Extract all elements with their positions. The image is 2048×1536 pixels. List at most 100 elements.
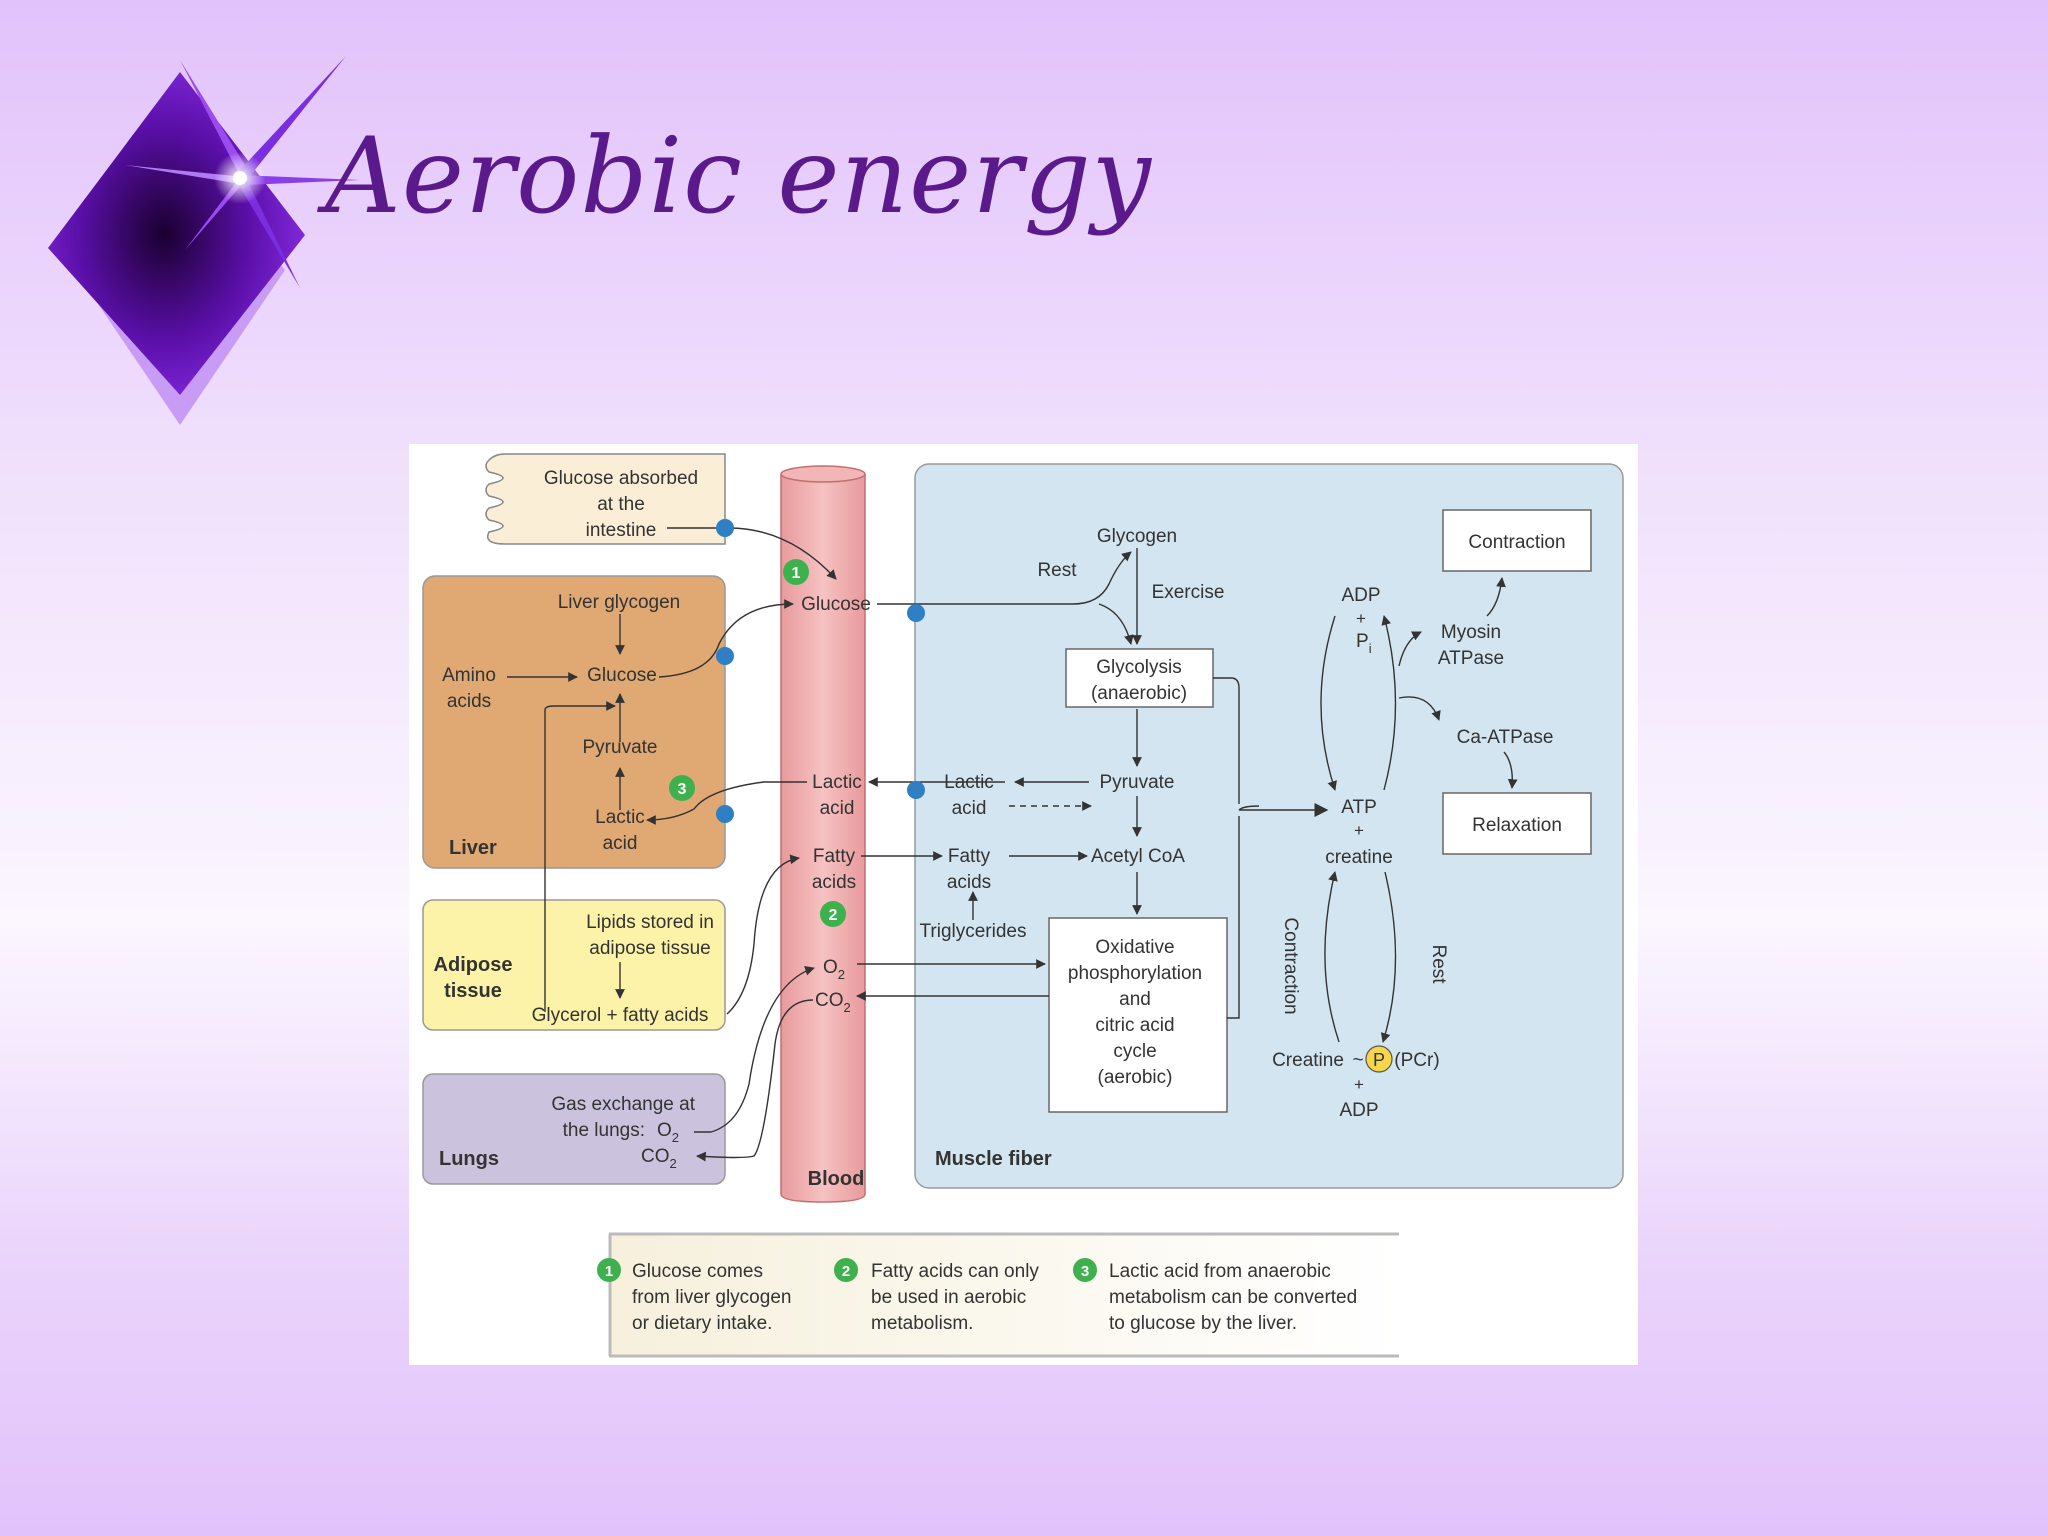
svg-text:Fatty acids can only: Fatty acids can only bbox=[871, 1261, 1039, 1282]
svg-text:Lactic acid from anaerobic: Lactic acid from anaerobic bbox=[1109, 1261, 1331, 1282]
liver-glycogen-label: Liver glycogen bbox=[558, 592, 681, 613]
svg-text:be used in aerobic: be used in aerobic bbox=[871, 1287, 1026, 1308]
transporter-dots bbox=[716, 519, 925, 823]
muscle-fatty-label-1: Fatty bbox=[948, 846, 991, 867]
legend-item-1: 1 Glucose comes from liver glycogen or d… bbox=[597, 1258, 791, 1334]
phosphate-label: P bbox=[1373, 1050, 1385, 1070]
intestine-box: Glucose absorbed at the intestine bbox=[485, 453, 726, 545]
muscle-fiber-label: Muscle fiber bbox=[935, 1148, 1052, 1170]
svg-text:metabolism can be converted: metabolism can be converted bbox=[1109, 1287, 1357, 1308]
pcr-label: (PCr) bbox=[1394, 1050, 1439, 1071]
contraction-vertical-label: Contraction bbox=[1280, 917, 1301, 1014]
legend-item-3: 3 Lactic acid from anaerobic metabolism … bbox=[1073, 1258, 1357, 1334]
oxidative-label-1: Oxidative bbox=[1095, 937, 1174, 958]
intestine-text-3: intestine bbox=[586, 520, 657, 541]
rest-label: Rest bbox=[1037, 560, 1077, 581]
blood-o2: O2 bbox=[823, 957, 845, 982]
blood-vessel: Blood Glucose Lactic acid Fatty acids O2… bbox=[780, 465, 871, 1203]
gas-exchange-label-2: the lungs: bbox=[563, 1120, 645, 1141]
oxidative-label-5: cycle bbox=[1113, 1041, 1156, 1062]
muscle-fatty-label-2: acids bbox=[947, 872, 991, 893]
adp-top-label: ADP bbox=[1341, 585, 1380, 606]
star-sparkle-icon bbox=[125, 56, 360, 288]
oxidative-label-6: (aerobic) bbox=[1098, 1067, 1173, 1088]
rest-vertical-label: Rest bbox=[1428, 944, 1449, 984]
atp-label: ATP bbox=[1341, 797, 1377, 818]
liver-pyruvate-label: Pyruvate bbox=[583, 737, 658, 758]
lipids-stored-label-2: adipose tissue bbox=[589, 938, 710, 959]
lipids-stored-label-1: Lipids stored in bbox=[586, 912, 714, 933]
glycolysis-box bbox=[1065, 648, 1214, 708]
liver-box: Liver Liver glycogen Amino acids Glucose… bbox=[422, 575, 726, 869]
svg-text:Glucose comes: Glucose comes bbox=[632, 1261, 763, 1282]
liver-lactic-label-1: Lactic bbox=[595, 807, 645, 828]
svg-text:or dietary intake.: or dietary intake. bbox=[632, 1313, 772, 1334]
contraction-box bbox=[1442, 509, 1592, 572]
svg-text:metabolism.: metabolism. bbox=[871, 1313, 973, 1334]
atp-plus: + bbox=[1354, 821, 1364, 840]
liver-lactic-label-2: acid bbox=[603, 833, 638, 854]
adipose-box: Adipose tissue Lipids stored in adipose … bbox=[422, 899, 726, 1031]
lungs-o2: O2 bbox=[657, 1120, 679, 1145]
transporter-dot bbox=[907, 781, 925, 799]
glycolysis-label-2: (anaerobic) bbox=[1091, 683, 1187, 704]
adp-plus: + bbox=[1356, 609, 1366, 628]
legend-item-2: 2 Fatty acids can only be used in aerobi… bbox=[834, 1258, 1039, 1334]
blood-glucose-label: Glucose bbox=[801, 594, 871, 615]
svg-text:2: 2 bbox=[842, 1263, 850, 1280]
lungs-label: Lungs bbox=[439, 1148, 499, 1170]
myosin-label-2: ATPase bbox=[1438, 648, 1504, 669]
step-marker-1: 1 bbox=[783, 559, 809, 585]
amino-acids-label-2: acids bbox=[447, 691, 491, 712]
step-marker-2: 2 bbox=[820, 901, 846, 927]
transporter-dot bbox=[716, 647, 734, 665]
star-diamond-logo bbox=[48, 56, 360, 425]
aerobic-energy-diagram: Glucose absorbed at the intestine Liver … bbox=[409, 444, 1638, 1365]
intestine-text-1: Glucose absorbed bbox=[544, 468, 698, 489]
step-marker-3: 3 bbox=[669, 775, 695, 801]
adp-bottom-label: ADP bbox=[1339, 1100, 1378, 1121]
svg-text:from liver glycogen: from liver glycogen bbox=[632, 1287, 791, 1308]
tilde-label: ~ bbox=[1352, 1050, 1363, 1071]
creatine-low-label: creatine bbox=[1325, 847, 1393, 868]
liver-glucose-label: Glucose bbox=[587, 665, 657, 686]
contraction-box-label: Contraction bbox=[1468, 532, 1565, 553]
adipose-label-2: tissue bbox=[444, 980, 502, 1002]
myosin-label-1: Myosin bbox=[1441, 622, 1501, 643]
ca-atpase-label: Ca-ATPase bbox=[1457, 727, 1554, 748]
exercise-label: Exercise bbox=[1152, 582, 1225, 603]
diagram-arrows bbox=[507, 527, 1518, 1162]
relaxation-box-label: Relaxation bbox=[1472, 815, 1562, 836]
lungs-co2: CO2 bbox=[641, 1146, 677, 1171]
intestine-text-2: at the bbox=[597, 494, 645, 515]
adp-bottom-plus: + bbox=[1354, 1075, 1364, 1094]
muscle-pyruvate-label: Pyruvate bbox=[1100, 772, 1175, 793]
slide-title: Aerobic energy bbox=[325, 115, 1152, 237]
blood-label: Blood bbox=[808, 1168, 865, 1190]
glycolysis-label-1: Glycolysis bbox=[1096, 657, 1182, 678]
oxidative-box bbox=[1048, 917, 1228, 1113]
blood-fatty-label-2: acids bbox=[812, 872, 856, 893]
svg-text:3: 3 bbox=[678, 781, 687, 798]
phosphate-circle bbox=[1365, 1045, 1393, 1073]
blood-lactic-label-2: acid bbox=[820, 798, 855, 819]
svg-text:2: 2 bbox=[829, 907, 838, 924]
svg-text:to glucose by the liver.: to glucose by the liver. bbox=[1109, 1313, 1297, 1334]
legend-box: 1 Glucose comes from liver glycogen or d… bbox=[597, 1232, 1399, 1358]
glycerol-fatty-acids-label: Glycerol + fatty acids bbox=[532, 1005, 709, 1026]
oxidative-label-2: phosphorylation bbox=[1068, 963, 1202, 984]
liver-label: Liver bbox=[449, 837, 497, 859]
relaxation-box bbox=[1442, 792, 1592, 855]
gas-exchange-label-1: Gas exchange at bbox=[551, 1094, 695, 1115]
muscle-glycogen-label: Glycogen bbox=[1097, 526, 1177, 547]
diamond-shape bbox=[48, 72, 305, 395]
svg-text:3: 3 bbox=[1081, 1263, 1089, 1280]
blood-lactic-label-1: Lactic bbox=[812, 772, 862, 793]
pi-label: Pi bbox=[1356, 631, 1372, 656]
oxidative-label-3: and bbox=[1119, 989, 1151, 1010]
transporter-dot bbox=[716, 805, 734, 823]
blood-co2: CO2 bbox=[815, 990, 851, 1015]
creatine-label: Creatine bbox=[1272, 1050, 1344, 1071]
adipose-label-1: Adipose bbox=[434, 954, 513, 976]
svg-text:1: 1 bbox=[605, 1263, 613, 1280]
